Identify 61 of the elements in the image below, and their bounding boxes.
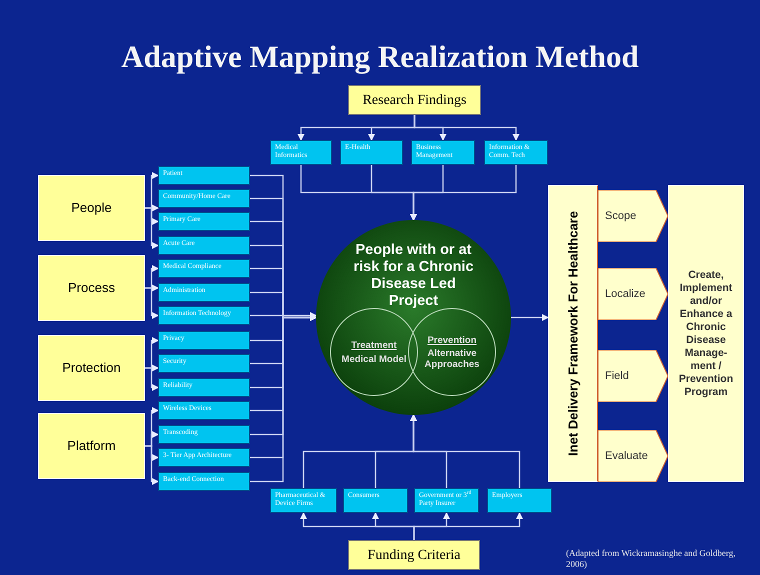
step-label: Localize [605, 286, 646, 302]
connector-arrow [410, 165, 517, 221]
pentagon-arrow-box [598, 430, 668, 482]
heading-label: Funding Criteria [368, 546, 460, 564]
topic-box [414, 488, 479, 513]
pentagon-arrow-box [598, 268, 668, 320]
topic-box [484, 140, 548, 165]
category-box [38, 335, 145, 401]
step-label: Field [605, 368, 629, 384]
topic-box [158, 306, 250, 325]
topic-box [270, 140, 332, 165]
connector-arrow [410, 414, 520, 488]
pentagon-arrow-box [598, 190, 668, 242]
heading-box [348, 85, 481, 115]
topic-box [487, 488, 552, 513]
step-label: Scope [605, 208, 636, 224]
heading-box [348, 540, 480, 570]
connector-arrow [145, 287, 159, 319]
circle-label: Medical Model [342, 354, 406, 365]
connector-arrow [145, 367, 159, 391]
topic-box [158, 472, 250, 491]
connector-arrow [145, 445, 159, 485]
topic-box [158, 259, 250, 278]
topic-box [158, 283, 250, 302]
circle-label: Alternative Approaches [424, 348, 480, 370]
category-label: Protection [62, 359, 121, 378]
category-label: Process [68, 279, 115, 298]
pentagon-arrow-box [598, 350, 668, 402]
outcome-label: Create, Implement and/or Enhance a Chronic Disease Manage- ment / Prevention Program [678, 268, 734, 398]
topic-box [340, 140, 403, 165]
topic-box [158, 378, 250, 397]
framework-title: Inet Delivery Framework For Healthcare [566, 210, 580, 458]
connector-arrow [511, 314, 549, 321]
connector-arrow [413, 512, 523, 540]
step-label: Evaluate [605, 448, 648, 464]
heading-label: Research Findings [362, 92, 466, 110]
topic-box [270, 488, 337, 513]
topic-box [158, 401, 250, 420]
topic-box [158, 212, 250, 231]
topic-box [158, 236, 250, 255]
topic-box [158, 448, 250, 467]
category-box [38, 175, 145, 241]
connector-arrow [250, 312, 317, 319]
topic-box [158, 354, 250, 373]
category-box [38, 413, 145, 479]
connector-arrow [145, 207, 159, 249]
topic-box [158, 166, 250, 185]
topic-box [343, 488, 408, 513]
connector-arrow [414, 115, 520, 141]
circle-heading: Prevention [427, 334, 477, 348]
topic-box [411, 140, 475, 165]
category-box [38, 255, 145, 321]
circle-heading: Treatment [351, 339, 397, 354]
topic-box [158, 331, 250, 350]
category-label: Platform [67, 437, 116, 456]
circle-title: People with or at risk for a Chronic Disease Led Project [352, 242, 475, 310]
category-label: People [71, 199, 112, 218]
title: Adaptive Mapping Realization Method [120, 38, 640, 76]
citation-note: (Adapted from Wickramasinghe and Goldberg, 2006) [566, 548, 737, 570]
topic-box [158, 189, 250, 208]
topic-box [158, 425, 250, 444]
